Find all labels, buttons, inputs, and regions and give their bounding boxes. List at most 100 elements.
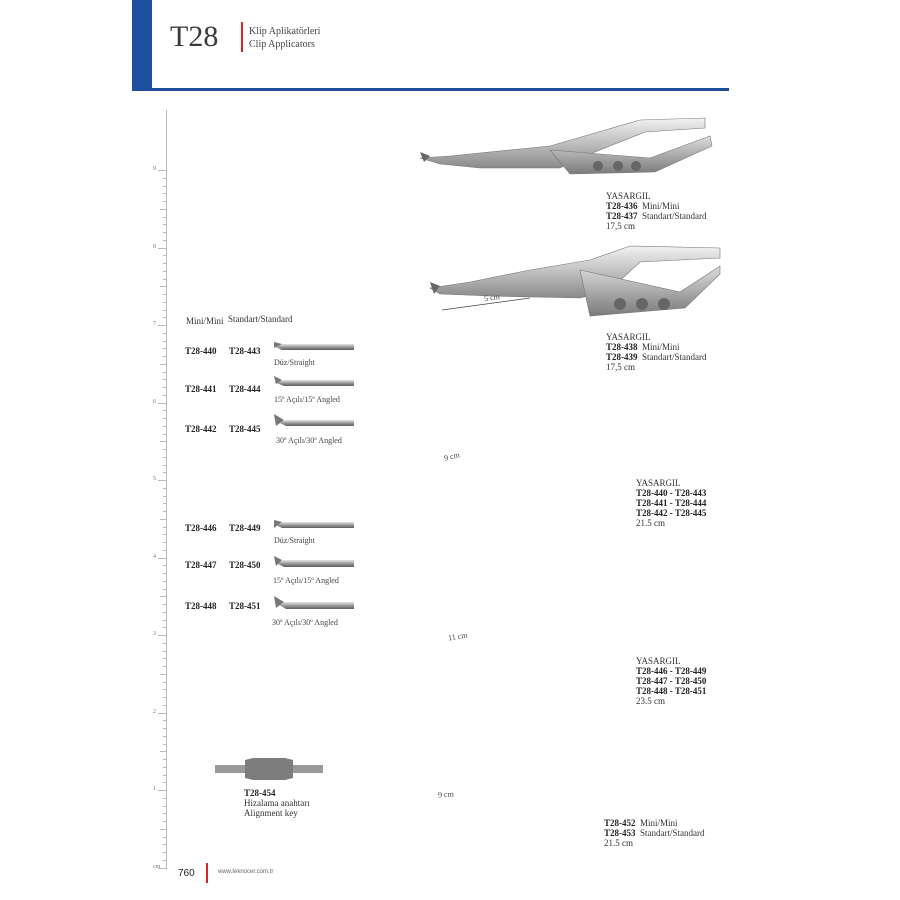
ruler-tick	[163, 821, 166, 822]
ruler-tick	[160, 208, 166, 210]
ruler-tick	[163, 844, 166, 846]
instrument-t28-436	[419, 117, 713, 175]
product-code: T28-440 - T28-443	[636, 488, 707, 498]
column-standard: Standart/Standard	[228, 314, 293, 324]
ruler-tick	[163, 177, 166, 179]
ruler-tick	[160, 751, 166, 753]
product-size: 17,5 cm	[606, 362, 635, 372]
product-code: T28-453	[604, 828, 636, 838]
ruler-tick	[163, 511, 166, 512]
ruler-tick	[163, 216, 166, 218]
ruler-tick	[163, 294, 166, 295]
alignment-key-icon	[215, 758, 323, 780]
product-variant: Mini/Mini	[640, 818, 678, 828]
section-code: T28	[170, 20, 219, 53]
ruler-tick	[163, 255, 166, 257]
tip-label: 30º Açılı/30º Angled	[276, 436, 342, 445]
ruler-tick	[160, 673, 166, 675]
ruler-tick	[163, 813, 166, 815]
ruler-number: 1	[153, 786, 156, 792]
ruler-tick	[163, 526, 166, 528]
ruler-tick	[163, 627, 166, 629]
ruler-tick	[163, 472, 166, 474]
ruler-tick	[163, 666, 166, 667]
ruler-tick	[163, 735, 166, 737]
product-label: YASARGIL T28-436 Mini/Mini T28-437 Stand…	[606, 191, 707, 231]
tip-std-code: T28-444	[229, 384, 261, 394]
tip-angled-icon	[274, 376, 354, 386]
ruler-tick	[163, 309, 166, 311]
ruler-tick	[163, 852, 166, 853]
tip-angled-icon	[274, 414, 354, 426]
tip-mini-code: T28-448	[185, 601, 217, 611]
ruler-tick	[163, 503, 166, 505]
tip-std-code: T28-449	[229, 523, 261, 533]
ruler-number: 2	[153, 708, 156, 715]
ruler-tick	[163, 836, 166, 838]
ruler-number: 7	[153, 321, 156, 327]
ruler-tick	[158, 170, 166, 171]
ruler-tick	[163, 681, 166, 683]
ruler-tick	[163, 301, 166, 303]
column-mini: Mini/Mini	[186, 316, 224, 326]
tip-mini-code: T28-441	[185, 384, 217, 394]
ruler-tick	[163, 456, 166, 458]
product-label: T28-452 Mini/Mini T28-453 Standart/Stand…	[604, 818, 705, 848]
ruler-tick	[163, 201, 166, 202]
ruler-tick	[163, 495, 166, 497]
ruler-tick	[163, 410, 166, 412]
product-label: YASARGIL T28-438 Mini/Mini T28-439 Stand…	[606, 332, 707, 372]
ruler-tick	[163, 193, 166, 195]
ruler-tick	[163, 650, 166, 652]
product-code: T28-452	[604, 818, 636, 828]
footer-divider	[206, 863, 208, 883]
tip-label: 30º Açılı/30º Angled	[272, 618, 338, 627]
ruler-tick	[163, 534, 166, 536]
ruler-tick	[163, 348, 166, 350]
ruler-tick	[163, 689, 166, 691]
ruler-tick	[158, 867, 166, 869]
instrument-t28-438	[429, 245, 721, 317]
ruler-tick	[158, 557, 166, 559]
product-code: T28-441 - T28-444	[636, 498, 707, 508]
tip-angled-icon	[274, 596, 354, 609]
ruler-tick	[163, 658, 166, 660]
tip-std-code: T28-443	[229, 346, 261, 356]
ruler-tick	[163, 704, 166, 706]
ruler-tick	[163, 433, 166, 435]
product-code: T28-446 - T28-449	[636, 666, 707, 676]
instrument-illustrations	[419, 117, 721, 317]
ruler-tick	[163, 611, 166, 613]
tip-images	[274, 342, 354, 609]
product-variant: Standart/Standard	[642, 352, 707, 362]
ruler-tick	[163, 387, 166, 388]
tip-mini-code: T28-447	[185, 560, 217, 570]
product-code: T28-447 - T28-450	[636, 676, 707, 686]
header-rule	[132, 88, 729, 91]
tip-label: 15º Açılı/15º Angled	[273, 576, 339, 585]
product-variant: Standart/Standard	[642, 211, 707, 221]
page-number: 760	[178, 868, 195, 879]
ruler-tick	[163, 580, 166, 582]
product-code: T28-448 - T28-451	[636, 686, 707, 696]
tip-straight-icon	[274, 342, 354, 350]
ruler-tick	[163, 332, 166, 334]
alignment-key-label: T28-454 Hizalama anahtarı Alignment key	[244, 788, 310, 818]
ruler-tick	[163, 782, 166, 784]
tip-label: Düz/Straight	[274, 536, 315, 545]
product-variant: Mini/Mini	[642, 342, 680, 352]
product-code: T28-436	[606, 201, 638, 211]
ruler-tick	[163, 797, 166, 799]
ruler-tick	[163, 464, 166, 466]
ruler-tick	[163, 588, 166, 590]
ruler-tick	[163, 805, 166, 807]
ruler-tick	[163, 270, 166, 272]
tip-mini-code: T28-440	[185, 346, 217, 356]
product-size: 21.5 cm	[604, 838, 633, 848]
product-code: T28-437	[606, 211, 638, 221]
ruler-number: 9	[153, 166, 156, 172]
product-variant: Mini/Mini	[642, 201, 680, 211]
product-name: YASARGIL	[636, 478, 681, 488]
product-size: 21.5 cm	[636, 518, 665, 528]
product-size: 23.5 cm	[636, 696, 665, 706]
